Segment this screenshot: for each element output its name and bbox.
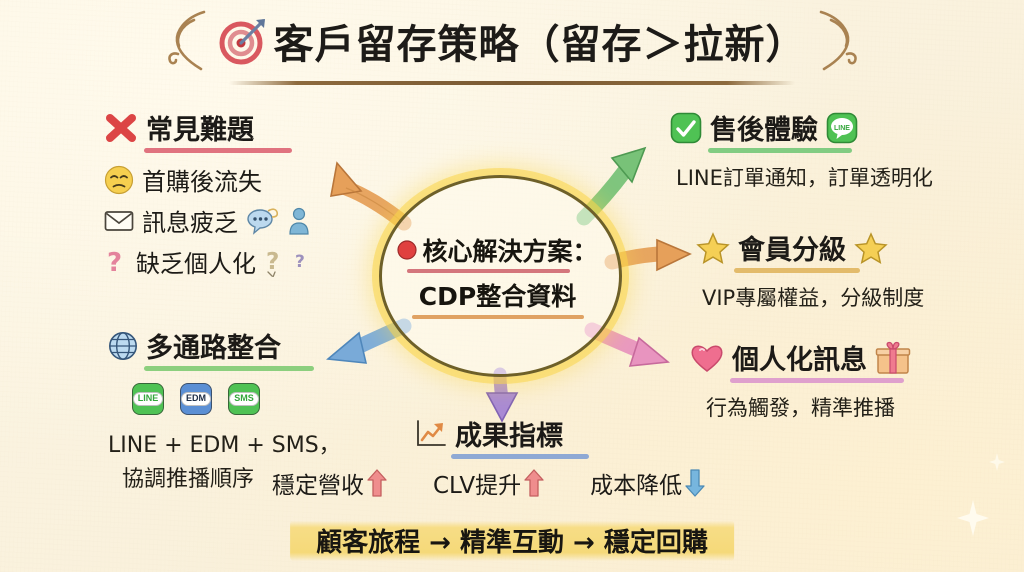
- omnichannel-block: 多通路整合 LINE EDM SMS LINE + EDM + SMS， 協調推…: [108, 326, 341, 493]
- tiny-question-mark-icon: ?: [295, 252, 305, 272]
- dart-target-icon: [219, 19, 265, 65]
- personalization-heading: 個人化訊息: [732, 345, 867, 376]
- problem-item-2-text: 訊息疲乏: [142, 209, 238, 237]
- svg-text:?: ?: [107, 248, 122, 278]
- membership-heading: 會員分級: [738, 235, 846, 266]
- svg-text:LINE: LINE: [834, 125, 850, 132]
- problem-item-1: 首購後流失: [104, 162, 310, 197]
- gift-icon: [875, 341, 911, 374]
- membership-heading-row: 會員分級: [696, 228, 924, 267]
- problem-item-3-text: 缺乏個人化: [136, 250, 256, 278]
- speech-bubble-icon: [247, 207, 279, 235]
- sms-badge-label: SMS: [229, 392, 259, 406]
- metrics-list: 穩定營收 CLV提升 成本降低: [272, 466, 705, 500]
- globe-icon: [109, 331, 137, 360]
- arrow-to-problems: [330, 161, 412, 231]
- omnichannel-heading: 多通路整合: [146, 333, 281, 364]
- aftersales-heading: 售後體驗: [710, 115, 818, 146]
- problems-heading-row: 常見難題: [104, 108, 310, 147]
- up-arrow-icon-2: [524, 469, 544, 497]
- metric-item-1: 穩定營收: [272, 466, 387, 500]
- core-line2-text: CDP整合資料: [418, 282, 577, 311]
- core-line2-underline: [411, 315, 584, 319]
- heart-icon: [691, 345, 723, 372]
- membership-caption: VIP專屬權益，分級制度: [702, 286, 925, 310]
- metric-item-3: 成本降低: [590, 466, 705, 500]
- person-icon: [289, 207, 309, 235]
- omnichannel-underline: [144, 366, 314, 371]
- green-check-icon: [670, 112, 702, 143]
- problems-heading: 常見難題: [146, 115, 254, 146]
- membership-block: 會員分級 VIP專屬權益，分級制度: [696, 228, 924, 312]
- up-arrow-icon: [367, 469, 387, 497]
- svg-text:?: ?: [266, 249, 279, 275]
- svg-text:?: ?: [295, 252, 305, 272]
- metric-item-1-label: 穩定營收: [272, 473, 364, 499]
- page-title: 客戶留存策略（留存＞拉新）: [0, 8, 1024, 85]
- edm-badge[interactable]: EDM: [180, 383, 212, 415]
- personalization-block: 個人化訊息 行為觸發，精準推播: [690, 338, 911, 422]
- red-dot-icon: [397, 240, 418, 260]
- core-solution-circle: [379, 175, 622, 377]
- core-solution-text: 核心解決方案： CDP整合資料: [379, 232, 616, 319]
- personalization-heading-row: 個人化訊息: [690, 338, 911, 377]
- edm-badge-label: EDM: [181, 392, 211, 406]
- sms-badge[interactable]: SMS: [228, 383, 260, 415]
- metrics-underline: [451, 454, 589, 459]
- problems-underline: [144, 148, 292, 153]
- metrics-heading: 成果指標: [455, 421, 563, 452]
- title-underline: [229, 81, 795, 85]
- metric-item-2-label: CLV提升: [433, 473, 522, 499]
- arrow-to-membership: [604, 238, 692, 272]
- title-text: 客戶留存策略（留存＞拉新）: [273, 22, 807, 68]
- problem-item-1-text: 首購後流失: [142, 168, 262, 196]
- pensive-face-icon: [104, 165, 134, 194]
- small-question-mark-icon: ?: [266, 249, 279, 277]
- line-badge[interactable]: LINE: [132, 383, 164, 415]
- metric-item-2: CLV提升: [433, 466, 544, 500]
- channel-badges: LINE EDM SMS: [132, 383, 341, 415]
- red-cross-icon: [106, 113, 136, 142]
- aftersales-underline: [708, 148, 852, 153]
- footer-banner: 顧客旅程 → 精準互動 → 穩定回購: [290, 519, 734, 562]
- omnichannel-caption-line1: LINE + EDM + SMS，: [108, 433, 341, 458]
- personalization-caption: 行為觸發，精準推播: [706, 396, 895, 420]
- personalization-underline: [730, 378, 904, 383]
- footer-text: 顧客旅程 → 精準互動 → 穩定回購: [316, 528, 708, 558]
- problem-item-3: ? 缺乏個人化 ? ?: [104, 244, 310, 279]
- star-trailing-icon: [854, 231, 888, 264]
- problem-item-2: 訊息疲乏: [104, 203, 310, 238]
- aftersales-block: 售後體驗 LINE LINE訂單通知，訂單透明化: [670, 108, 933, 192]
- star-icon: [696, 231, 730, 264]
- metrics-block: 成果指標: [415, 414, 589, 459]
- membership-underline: [734, 268, 860, 273]
- envelope-icon: [104, 210, 134, 231]
- ornament-flourish-right: [819, 10, 857, 71]
- core-line1-text: 核心解決方案：: [422, 237, 598, 266]
- line-badge-label: LINE: [132, 392, 164, 406]
- ornament-flourish-left: [167, 10, 205, 71]
- line-app-icon: LINE: [826, 112, 858, 143]
- core-line1-underline: [407, 269, 570, 273]
- down-arrow-icon: [685, 469, 705, 497]
- arrow-to-personalization: [584, 322, 670, 367]
- problems-block: 常見難題 首購後流失 訊息疲乏: [104, 108, 310, 279]
- question-mark-icon: ?: [107, 248, 122, 278]
- omnichannel-heading-row: 多通路整合: [108, 326, 341, 365]
- omnichannel-caption-line2: 協調推播順序: [122, 467, 255, 492]
- metrics-heading-row: 成果指標: [415, 414, 589, 453]
- arrow-to-aftersales: [576, 146, 647, 226]
- aftersales-caption: LINE訂單通知，訂單透明化: [676, 166, 933, 190]
- metric-item-3-label: 成本降低: [590, 473, 683, 499]
- chart-up-icon: [417, 419, 446, 446]
- aftersales-heading-row: 售後體驗 LINE: [670, 108, 933, 147]
